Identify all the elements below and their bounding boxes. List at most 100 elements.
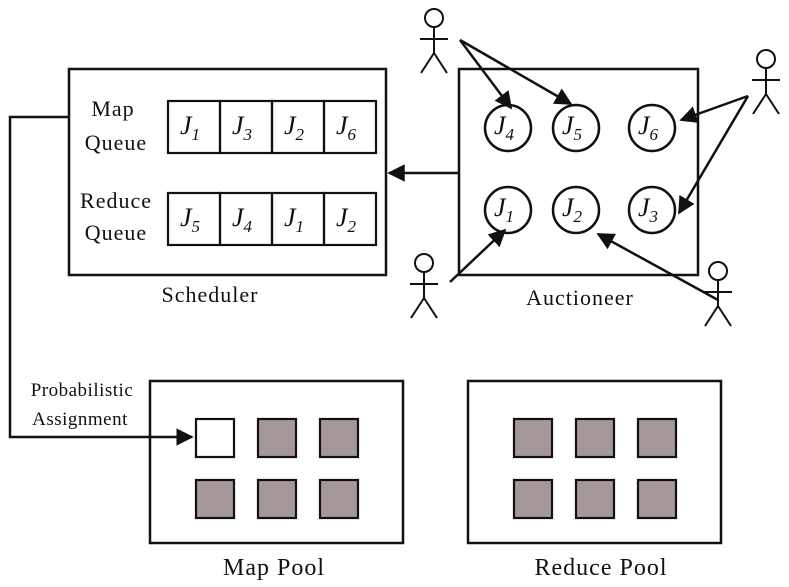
auction-job: J1	[494, 193, 514, 226]
reduce-queue-job-letter: J	[336, 203, 349, 232]
bid-arrow-user2-j6	[679, 94, 749, 123]
reduce-pool-slots	[512, 417, 678, 520]
assignment-label-line2: Assignment	[32, 409, 128, 430]
auction-job: J5	[562, 111, 582, 144]
map-queue-job-index: 3	[243, 125, 253, 144]
map-queue-job: J1	[180, 111, 200, 144]
auction-job: J6	[638, 111, 659, 144]
reduce-pool-box	[466, 379, 723, 545]
user-leg-icon	[704, 305, 719, 327]
user-leg-icon	[410, 297, 425, 319]
reduce-queue-job-index: 5	[192, 217, 201, 236]
map-pool-slot-busy	[318, 478, 360, 520]
map-queue-job: J3	[232, 111, 252, 144]
reduce-pool-slot-busy	[636, 417, 678, 459]
user-figure-4	[704, 261, 732, 327]
auction-job-index: 4	[506, 125, 515, 144]
user-leg-icon	[423, 297, 438, 319]
auction-job-letter: J	[494, 111, 507, 140]
map-queue-label-line2: Queue	[85, 130, 147, 155]
map-pool-slots	[194, 417, 360, 520]
map-queue-job-index: 1	[192, 125, 201, 144]
auction-job: J4	[494, 111, 515, 144]
map-pool-slot-busy	[318, 417, 360, 459]
auction-job-index: 5	[574, 125, 583, 144]
reduce-queue-job-index: 4	[244, 217, 253, 236]
user-figure-2	[752, 49, 780, 115]
bid-arrow-user1-j4	[459, 39, 513, 110]
auction-job-letter: J	[562, 111, 575, 140]
map-pool-slot-busy	[256, 417, 298, 459]
reduce-pool-slot-busy	[574, 417, 616, 459]
map-pool-slot-free	[194, 417, 236, 459]
map-pool-title: Map Pool	[223, 555, 325, 581]
auction-job-index: 1	[506, 207, 515, 226]
auction-job-circle	[627, 185, 677, 235]
auctioneer-box	[457, 67, 700, 277]
reduce-pool: Reduce Pool	[466, 379, 723, 581]
user-leg-icon	[433, 52, 448, 74]
user-head-icon	[424, 8, 444, 28]
user-leg-icon	[752, 93, 767, 115]
user-head-icon	[708, 261, 728, 281]
user-head-icon	[756, 49, 776, 69]
reduce-queue-job-index: 1	[296, 217, 305, 236]
map-pool: Map Pool	[148, 379, 405, 581]
user-head-icon	[414, 253, 434, 273]
map-queue-job-index: 2	[296, 125, 305, 144]
reduce-queue-job: J1	[284, 203, 304, 236]
reduce-queue-job: J5	[180, 203, 200, 236]
user-figure-1	[420, 8, 448, 74]
map-queue-label-line1: Map	[91, 96, 134, 121]
auction-job-index: 6	[650, 125, 659, 144]
reduce-pool-slot-busy	[636, 478, 678, 520]
scheduler-box	[67, 67, 388, 277]
reduce-queue-job-letter: J	[232, 203, 245, 232]
auction-job: J2	[562, 193, 583, 226]
map-pool-slot-busy	[194, 478, 236, 520]
auction-job-circle	[483, 185, 533, 235]
auction-job-circle	[551, 103, 601, 153]
map-queue-job-letter: J	[232, 111, 245, 140]
assignment-arrow	[8, 115, 194, 446]
map-pool-box	[148, 379, 405, 545]
map-queue-job: J6	[336, 111, 357, 144]
map-queue-job-letter: J	[336, 111, 349, 140]
auction-job: J3	[638, 193, 658, 226]
users	[410, 8, 780, 327]
map-queue-job-letter: J	[180, 111, 193, 140]
reduce-pool-slot-busy	[512, 417, 554, 459]
assignment-label-line1: Probabilistic	[31, 380, 134, 401]
map-queue-job: J2	[284, 111, 305, 144]
reduce-queue-job-letter: J	[180, 203, 193, 232]
reduce-queue-job: J2	[336, 203, 357, 236]
reduce-queue-label-line1: Reduce	[80, 188, 152, 213]
auction-job-circle	[627, 103, 677, 153]
auction-job-letter: J	[638, 111, 651, 140]
auction-job-circle	[551, 185, 601, 235]
auctioneer-title: Auctioneer	[526, 285, 634, 310]
user-leg-icon	[420, 52, 435, 74]
reduce-queue-cell	[322, 191, 378, 247]
reduce-queue-job-index: 2	[348, 217, 357, 236]
user-leg-icon	[717, 305, 732, 327]
map-queue-cell	[322, 99, 378, 155]
auction-job-letter: J	[494, 193, 507, 222]
bid-arrows	[449, 38, 750, 302]
bid-arrow-user1-j5	[459, 38, 573, 106]
user-leg-icon	[765, 93, 780, 115]
auction-job-index: 3	[649, 207, 659, 226]
bid-arrow-user4-j2	[596, 232, 719, 302]
user-figure-3	[410, 253, 438, 319]
reduce-pool-slot-busy	[512, 478, 554, 520]
map-queue-job-index: 6	[348, 125, 357, 144]
bid-arrow-user3-j1	[449, 228, 507, 283]
reduce-pool-slot-busy	[574, 478, 616, 520]
reduce-queue-job-letter: J	[284, 203, 297, 232]
reduce-queue-job: J4	[232, 203, 253, 236]
